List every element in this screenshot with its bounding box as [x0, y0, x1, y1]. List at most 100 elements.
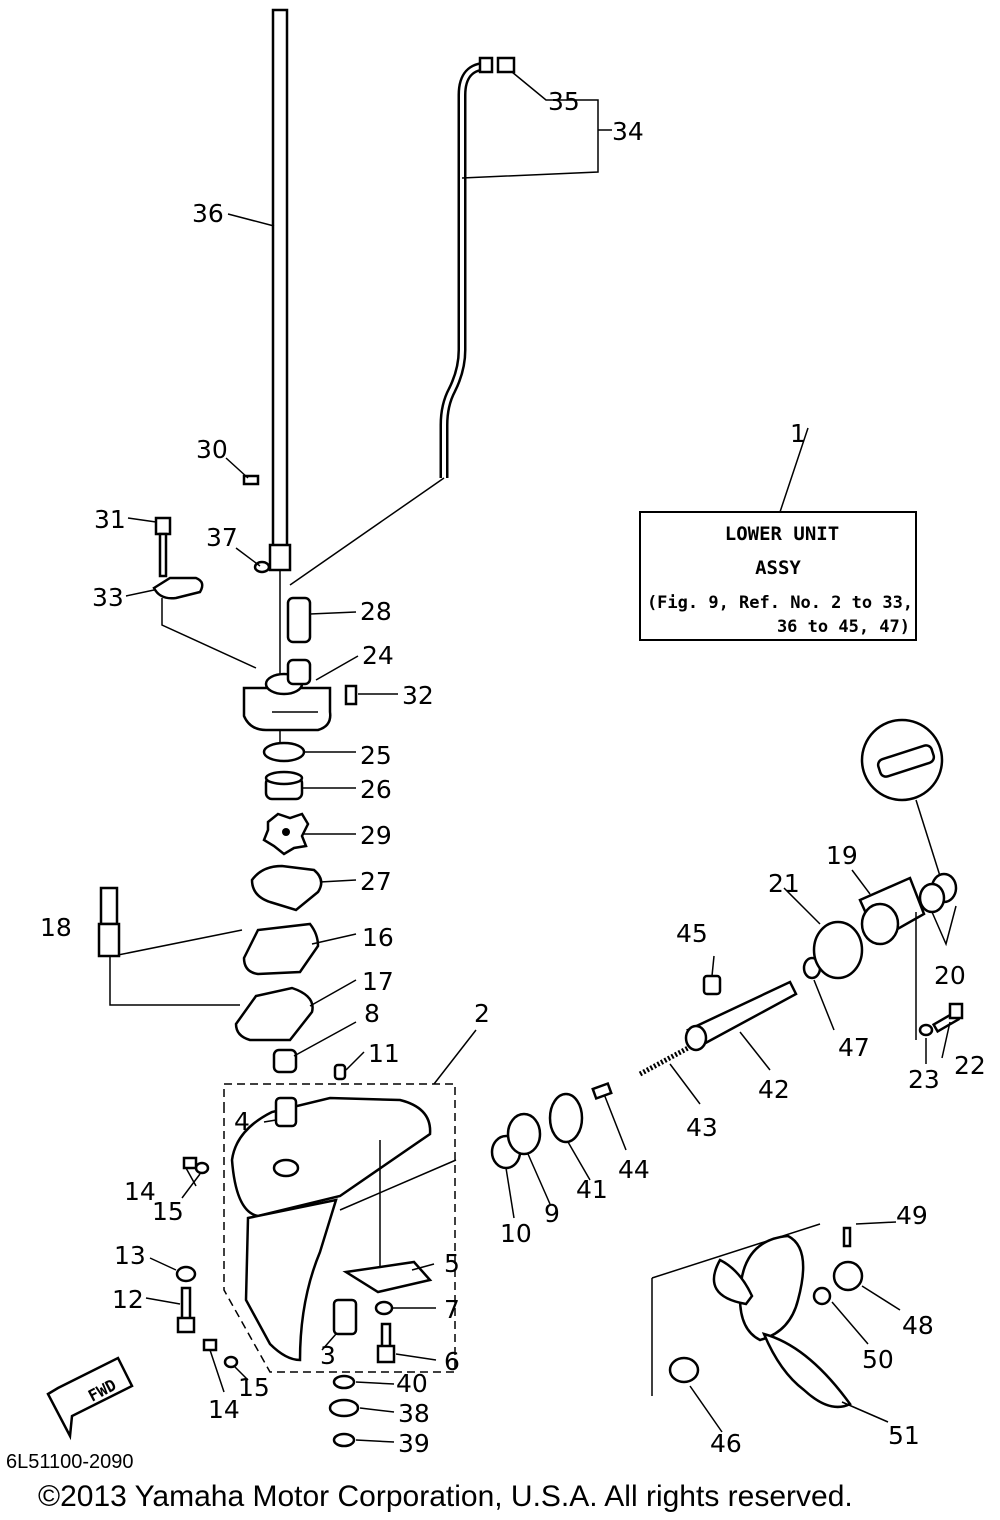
label-part-46: 46 — [710, 1429, 742, 1458]
label-part-32: 32 — [402, 681, 434, 710]
figure-code: 6L51100-2090 — [6, 1451, 134, 1473]
label-part-11: 11 — [368, 1039, 400, 1068]
label-part-4: 4 — [234, 1107, 250, 1136]
label-part-34: 34 — [612, 117, 644, 146]
label-part-1: 1 — [790, 419, 806, 448]
propeller-nut — [832, 1260, 864, 1292]
propeller — [738, 1234, 805, 1342]
pinion-gear — [548, 1092, 584, 1144]
assembly-info-box: LOWER UNIT ASSY (Fig. 9, Ref. No. 2 to 3… — [639, 511, 917, 641]
assembly-line-2: ASSY — [755, 557, 801, 579]
label-part-43: 43 — [686, 1113, 718, 1142]
assembly-line-1: LOWER UNIT — [725, 523, 839, 545]
label-part-13: 13 — [114, 1241, 146, 1270]
trim-tab — [342, 1260, 433, 1294]
label-part-22: 22 — [954, 1051, 986, 1080]
label-part-23: 23 — [908, 1065, 940, 1094]
label-part-12: 12 — [112, 1285, 144, 1314]
water-pump-case — [242, 658, 332, 732]
drive-shaft — [268, 8, 292, 760]
label-part-50: 50 — [862, 1345, 894, 1374]
label-part-33: 33 — [92, 583, 124, 612]
label-part-38: 38 — [398, 1399, 430, 1428]
label-part-35: 35 — [548, 87, 580, 116]
label-part-14-upper: 14 — [124, 1177, 156, 1206]
o-ring — [262, 741, 306, 763]
label-part-28: 28 — [360, 597, 392, 626]
washer-7 — [374, 1300, 394, 1316]
label-part-15-upper: 15 — [152, 1197, 184, 1226]
label-part-6: 6 — [444, 1347, 460, 1376]
bushing — [332, 1298, 358, 1336]
clip-45 — [702, 974, 722, 996]
label-part-40: 40 — [396, 1369, 428, 1398]
label-part-26: 26 — [360, 775, 392, 804]
screw-14-upper — [182, 1156, 198, 1170]
cotter-pin — [842, 1226, 852, 1248]
leader-lines — [125, 71, 957, 1443]
grommet — [496, 56, 516, 74]
label-part-14-lower: 14 — [208, 1395, 240, 1424]
rubber-seal — [286, 596, 312, 644]
label-part-3: 3 — [320, 1341, 336, 1370]
label-part-19: 19 — [826, 841, 858, 870]
spring — [638, 1045, 690, 1077]
assembly-line-4: 36 to 45, 47) — [777, 617, 910, 637]
label-part-41: 41 — [576, 1175, 608, 1204]
washer-50 — [812, 1286, 832, 1306]
o-ring-21 — [812, 920, 864, 980]
washer-15-upper — [194, 1161, 210, 1175]
washer-23 — [918, 1023, 934, 1037]
plate-gasket — [234, 986, 314, 1042]
label-part-15-lower: 15 — [238, 1373, 270, 1402]
label-part-17: 17 — [362, 967, 394, 996]
bolt-12 — [176, 1286, 196, 1334]
clip-39 — [332, 1432, 356, 1448]
copyright: ©2013 Yamaha Motor Corporation, U.S.A. A… — [38, 1480, 853, 1513]
label-part-27: 27 — [360, 867, 392, 896]
insert-cartridge — [264, 770, 304, 801]
washer-13 — [175, 1265, 197, 1283]
label-part-18: 18 — [40, 913, 72, 942]
magnet — [328, 1398, 360, 1418]
dowel-pin — [344, 684, 358, 706]
plate — [152, 576, 204, 600]
pin-44 — [591, 1081, 613, 1101]
label-part-21: 21 — [768, 869, 800, 898]
oil-seal-8 — [272, 1048, 298, 1074]
label-part-9: 9 — [544, 1199, 560, 1228]
dowel-11 — [333, 1063, 347, 1081]
grease-callout-icon — [860, 718, 944, 877]
bolt-6 — [376, 1322, 396, 1364]
washer-40 — [332, 1374, 356, 1390]
label-part-47: 47 — [838, 1033, 870, 1062]
lower-casing — [223, 1083, 456, 1373]
part-labels: 1 2 3 4 5 6 7 8 9 10 11 12 13 14 14 15 1… — [40, 87, 986, 1458]
bolt-22 — [931, 1002, 964, 1034]
label-part-48: 48 — [902, 1311, 934, 1340]
label-part-2: 2 — [474, 999, 490, 1028]
label-part-45: 45 — [676, 919, 708, 948]
label-part-39: 39 — [398, 1429, 430, 1458]
thrust-washer — [668, 1356, 700, 1384]
label-part-16: 16 — [362, 923, 394, 952]
bolt-31 — [154, 516, 172, 578]
label-part-30: 30 — [196, 435, 228, 464]
pin — [242, 474, 260, 486]
label-part-36: 36 — [192, 199, 224, 228]
forward-arrow-icon: FWD — [46, 1356, 134, 1441]
propeller-shaft — [684, 980, 798, 1052]
label-part-5: 5 — [444, 1249, 460, 1278]
washer-15-lower — [223, 1355, 239, 1369]
label-part-31: 31 — [94, 505, 126, 534]
label-part-37: 37 — [206, 523, 238, 552]
label-part-24: 24 — [362, 641, 394, 670]
gasket — [242, 922, 320, 976]
outer-plate-cartridge — [250, 864, 323, 912]
water-hose-joint — [97, 886, 240, 1006]
screw-14-lower — [202, 1338, 218, 1352]
assembly-line-3: (Fig. 9, Ref. No. 2 to 33, — [647, 593, 913, 613]
impeller — [262, 812, 310, 856]
label-part-25: 25 — [360, 741, 392, 770]
